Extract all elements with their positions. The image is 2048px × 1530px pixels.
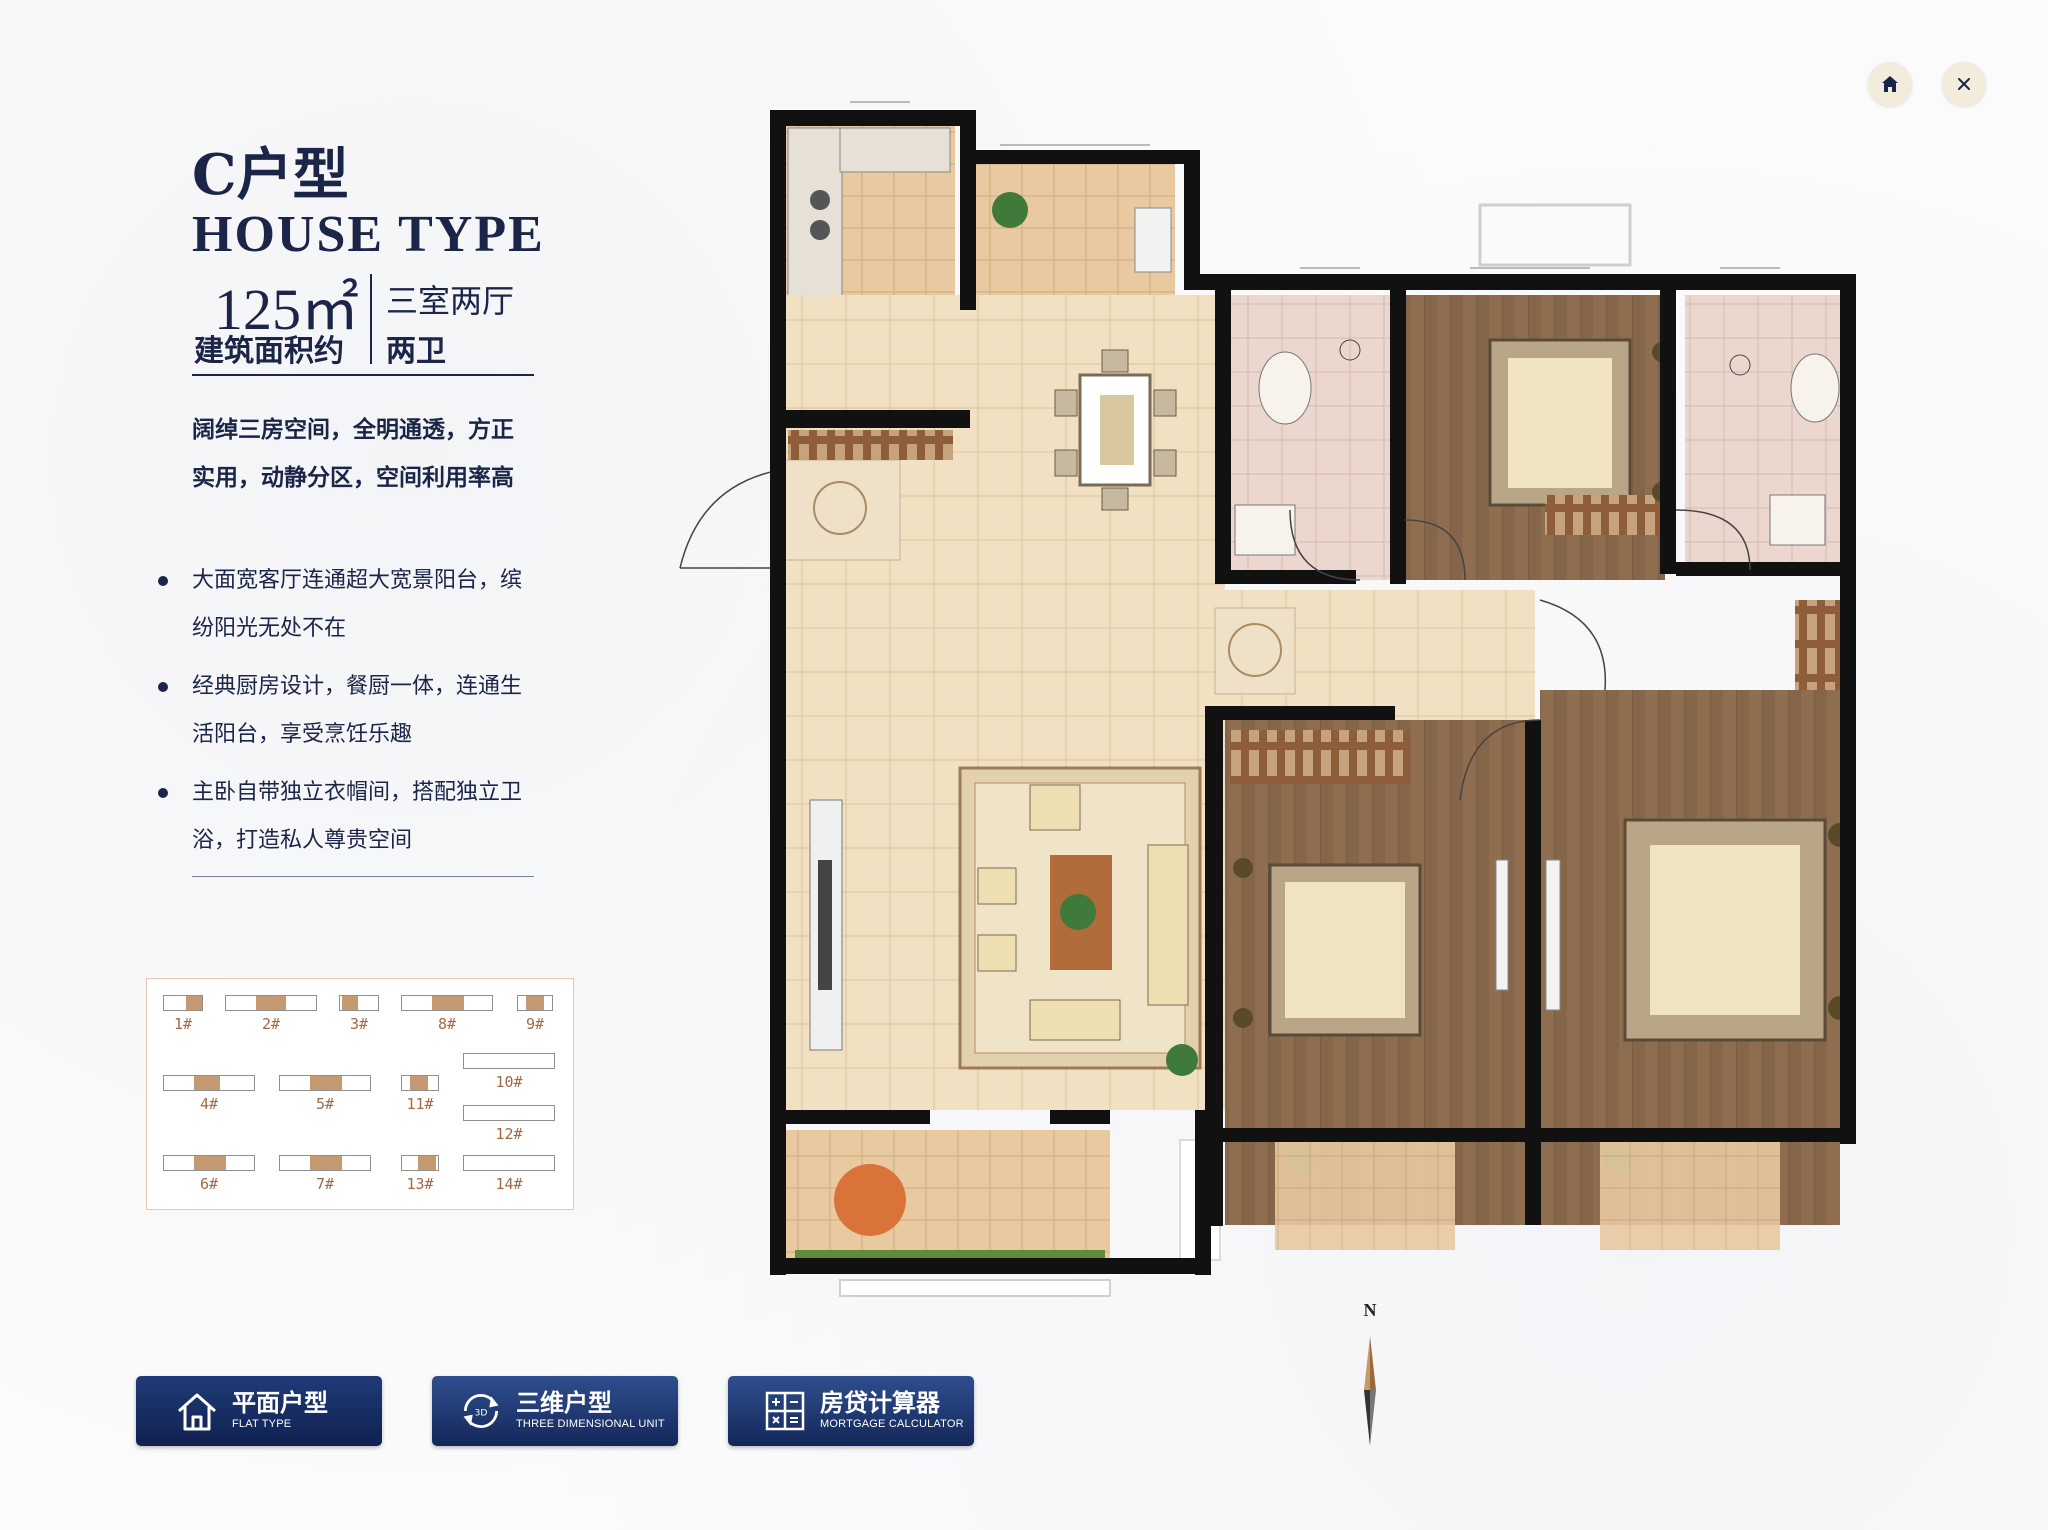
unit-6[interactable]: 6#: [163, 1155, 255, 1193]
calculator-icon: [762, 1388, 808, 1434]
unit-5[interactable]: 5#: [279, 1075, 371, 1113]
feature-item: 主卧自带独立衣帽间，搭配独立卫浴，打造私人尊贵空间: [152, 768, 542, 864]
unit-2[interactable]: 2#: [225, 995, 317, 1033]
house-type-title: C户型: [192, 130, 349, 211]
area-label: 建筑面积约: [194, 326, 344, 370]
house-type-title-en: HOUSE TYPE: [192, 205, 545, 264]
unit-13[interactable]: 13#: [401, 1155, 439, 1193]
mortgage-calculator-label: 房贷计算器: [820, 1391, 964, 1417]
rotate-3d-icon: 3D: [458, 1388, 504, 1434]
floor-plan: [670, 100, 1880, 1320]
flat-type-button[interactable]: 平面户型 FLAT TYPE: [136, 1376, 382, 1446]
unit-8[interactable]: 8#: [401, 995, 493, 1033]
compass-icon: N: [1350, 1300, 1390, 1450]
building-keyplan: 1# 2# 3# 8# 9# 4# 5# 11# 10# 12# 6# 7# 1…: [146, 978, 574, 1210]
unit-4[interactable]: 4#: [163, 1075, 255, 1113]
close-icon: [1956, 76, 1972, 92]
mortgage-calculator-button[interactable]: 房贷计算器 MORTGAGE CALCULATOR: [728, 1376, 974, 1446]
unit-9[interactable]: 9#: [517, 995, 553, 1033]
info-rule-top: [192, 374, 534, 376]
svg-text:3D: 3D: [475, 1408, 488, 1419]
unit-11[interactable]: 11#: [401, 1075, 439, 1113]
bathrooms-layout: 两卫: [386, 326, 446, 370]
three-dimensional-label: 三维户型: [516, 1391, 665, 1417]
close-button[interactable]: [1942, 62, 1986, 106]
unit-7[interactable]: 7#: [279, 1155, 371, 1193]
flat-type-sublabel: FLAT TYPE: [232, 1417, 328, 1431]
info-divider: [370, 274, 372, 364]
unit-12[interactable]: 12#: [463, 1105, 555, 1143]
house-description: 阔绰三房空间，全明通透，方正实用，动静分区，空间利用率高: [192, 406, 532, 502]
unit-3[interactable]: 3#: [339, 995, 379, 1033]
info-rule-bottom: [192, 876, 534, 877]
unit-1[interactable]: 1#: [163, 995, 203, 1033]
feature-item: 大面宽客厅连通超大宽景阳台，缤纷阳光无处不在: [152, 556, 542, 652]
unit-14[interactable]: 14#: [463, 1155, 555, 1193]
rooms-layout: 三室两厅: [386, 276, 514, 322]
mortgage-calculator-sublabel: MORTGAGE CALCULATOR: [820, 1417, 964, 1431]
home-icon: [1880, 74, 1900, 94]
feature-list: 大面宽客厅连通超大宽景阳台，缤纷阳光无处不在 经典厨房设计，餐厨一体，连通生活阳…: [152, 556, 542, 874]
house-icon: [174, 1388, 220, 1434]
feature-item: 经典厨房设计，餐厨一体，连通生活阳台，享受烹饪乐趣: [152, 662, 542, 758]
three-dimensional-button[interactable]: 3D 三维户型 THREE DIMENSIONAL UNIT: [432, 1376, 678, 1446]
three-dimensional-sublabel: THREE DIMENSIONAL UNIT: [516, 1417, 665, 1431]
flat-type-label: 平面户型: [232, 1391, 328, 1417]
compass-north-label: N: [1364, 1300, 1377, 1320]
unit-10[interactable]: 10#: [463, 1053, 555, 1091]
